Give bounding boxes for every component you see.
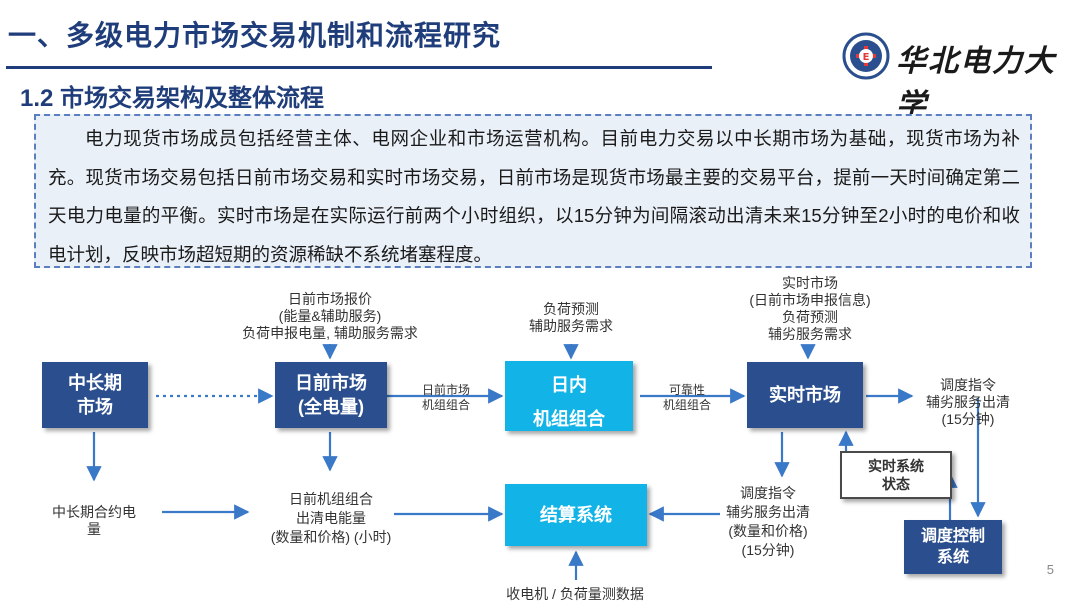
title-underline [6, 66, 712, 69]
intro-paragraph: 电力现货市场成员包括经营主体、电网企业和市场运营机构。目前电力交易以中长期市场为… [48, 128, 1020, 265]
mid-long-contract-label: 中长期合约电 量 [52, 504, 136, 537]
arrow-label-dayahead-unit: 日前市场 机组组合 [421, 383, 470, 412]
university-logo-icon: E [842, 32, 890, 80]
university-name: 华北电力大学 [896, 44, 1056, 123]
day-ahead-inputs-label: 日前市场报价 (能量&辅助服务) 负荷申报电量, 辅助服务需求 [242, 291, 418, 341]
mid-long-market-box: 中长期市场 [42, 362, 148, 428]
settlement-system-box: 结算系统 [505, 484, 647, 546]
intraday-inputs-label: 负荷预测 辅助服务需求 [529, 301, 613, 334]
realtime-status-box: 实时系统状态 [840, 451, 952, 499]
metering-data-label: 收电机 / 负荷量测数据 [506, 586, 644, 602]
day-ahead-market-box: 日前市场(全电量) [275, 362, 387, 428]
intro-textbox: 电力现货市场成员包括经营主体、电网企业和市场运营机构。目前电力交易以中长期市场为… [34, 114, 1032, 268]
dispatch-control-box: 调度控制系统 [904, 520, 1002, 574]
page-title: 一、多级电力市场交易机制和流程研究 [8, 20, 502, 51]
realtime-market-box: 实时市场 [747, 362, 863, 428]
day-ahead-clearing-label: 日前机组组合 出清电能量 (数量和价格) (小时) [270, 491, 392, 545]
section-subtitle: 1.2 市场交易架构及整体流程 [20, 85, 325, 112]
arrow-label-reliability-unit: 可靠性 机组组合 [662, 383, 711, 412]
realtime-inputs-label: 实时市场 (日前市场申报信息) 负荷预测 辅劣服务需求 [749, 275, 871, 342]
intraday-unit-commitment-box: 日内机组组合 [505, 361, 633, 431]
realtime-outputs-label: 调度指令 辅劣服务出清 (15分钟) [926, 377, 1010, 427]
realtime-clearing-label: 调度指令 辅劣服务出清 (数量和价格) (15分钟) [726, 485, 810, 558]
page-number: 5 [1046, 562, 1054, 577]
svg-text:E: E [863, 52, 870, 63]
